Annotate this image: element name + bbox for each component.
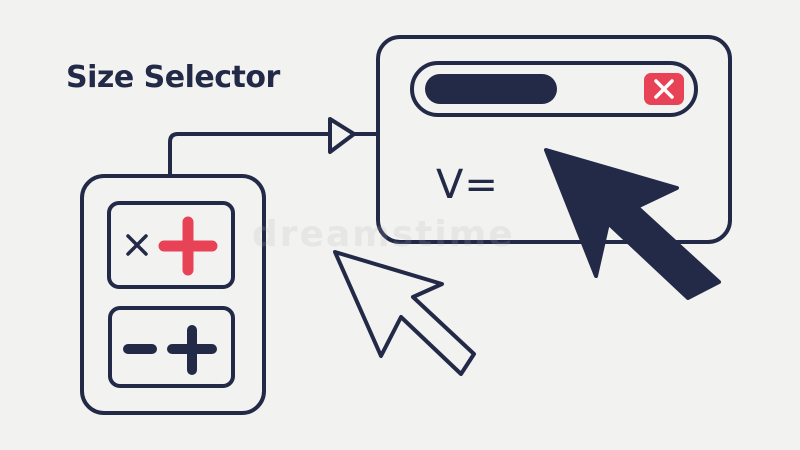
plus-icon xyxy=(158,216,218,276)
input-bar[interactable] xyxy=(410,61,698,117)
formula-label: V= xyxy=(436,162,499,208)
decrease-button[interactable] xyxy=(108,306,235,388)
arrow-cursor-outline-icon xyxy=(333,250,476,376)
plus-icon-dark xyxy=(167,325,217,375)
connector-arrowhead xyxy=(328,117,356,154)
watermark-text: dreamstime xyxy=(252,214,515,255)
multiply-icon xyxy=(126,234,148,256)
arrow-cursor-icon xyxy=(544,148,721,300)
page-title: Size Selector xyxy=(66,60,280,95)
value-fill xyxy=(425,74,557,104)
close-button[interactable] xyxy=(644,73,684,105)
result-window xyxy=(376,35,732,244)
connector-line xyxy=(168,132,334,178)
close-x-icon xyxy=(654,79,674,99)
increase-button[interactable] xyxy=(107,201,235,289)
size-selector-device xyxy=(80,174,266,415)
